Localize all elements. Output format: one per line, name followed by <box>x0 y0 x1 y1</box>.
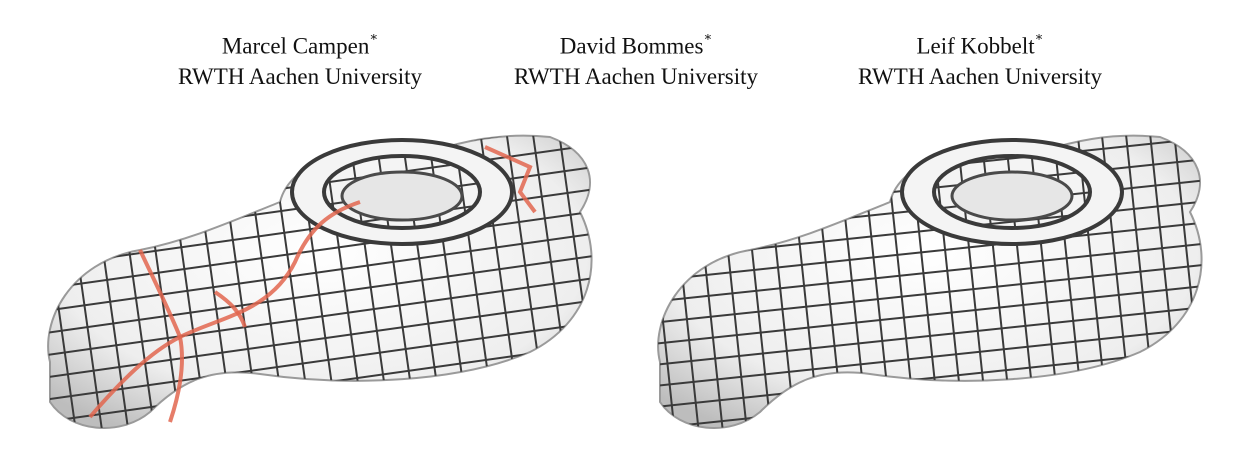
author-mark: ∗ <box>703 29 713 44</box>
author-1: Marcel Campen∗ RWTH Aachen University <box>150 26 450 92</box>
author-affiliation: RWTH Aachen University <box>177 63 422 89</box>
separatrix-curve <box>88 200 361 419</box>
author-3: Leif Kobbelt∗ RWTH Aachen University <box>830 26 1130 92</box>
author-name: David Bommes <box>559 33 704 59</box>
author-name: Marcel Campen <box>221 33 370 59</box>
separatrix-curves <box>88 145 537 423</box>
separatrix-curve <box>213 290 247 328</box>
author-mark: ∗ <box>1034 29 1044 44</box>
author-2: David Bommes∗ RWTH Aachen University <box>486 26 786 92</box>
separatrix-curve <box>138 249 184 423</box>
author-mark: ∗ <box>369 29 379 44</box>
author-block: Marcel Campen∗ RWTH Aachen University Da… <box>0 26 1253 96</box>
author-affiliation: RWTH Aachen University <box>857 63 1102 89</box>
figure-right-mesh <box>640 112 1240 442</box>
mesh-ring-hole <box>950 170 1074 222</box>
rocker-arm-mesh-right-image <box>657 134 1203 429</box>
author-name: Leif Kobbelt <box>916 33 1035 59</box>
separatrix-curve <box>484 145 537 214</box>
author-affiliation: RWTH Aachen University <box>513 63 758 89</box>
rocker-arm-mesh-left-image <box>47 134 593 429</box>
figure-left-mesh <box>30 112 630 442</box>
mesh-ring-hole <box>340 170 464 222</box>
